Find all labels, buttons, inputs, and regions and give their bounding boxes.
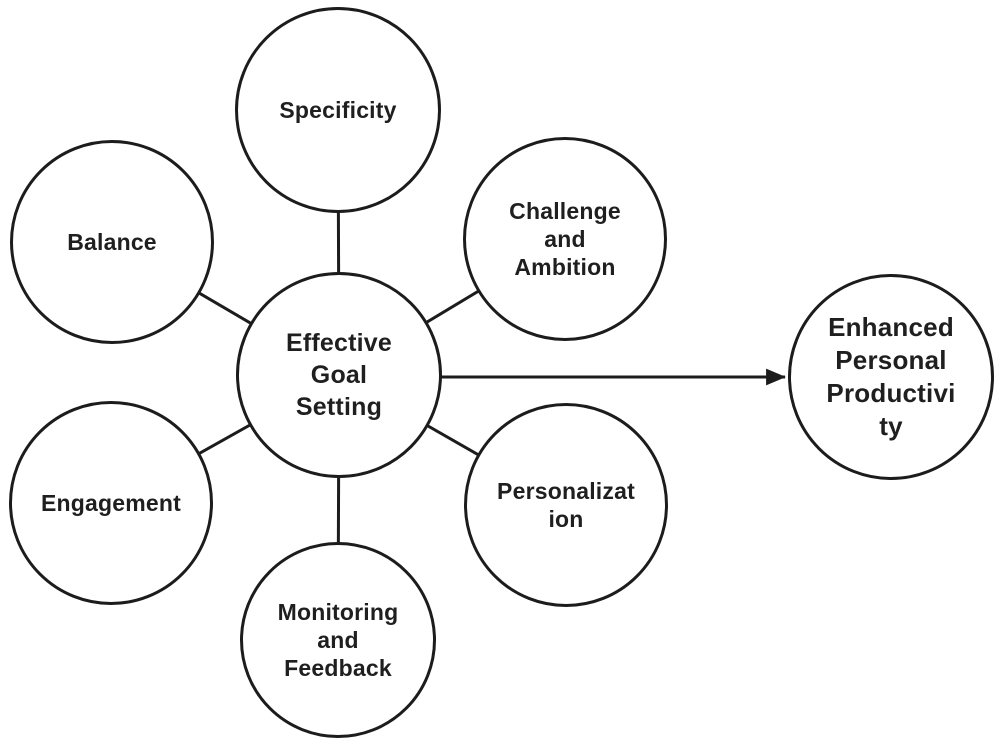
node-enhanced-personal-productivity-label: Enhanced Personal Productivi ty [826, 312, 956, 441]
node-monitoring-and-feedback: Monitoring and Feedback [240, 542, 436, 738]
node-challenge-and-ambition-label: Challenge and Ambition [509, 198, 621, 280]
node-balance: Balance [10, 140, 214, 344]
node-engagement: Engagement [9, 401, 213, 605]
node-monitoring-and-feedback-label: Monitoring and Feedback [277, 599, 399, 681]
node-specificity-label: Specificity [279, 97, 397, 123]
node-enhanced-personal-productivity: Enhanced Personal Productivi ty [788, 274, 994, 480]
node-balance-label: Balance [67, 229, 157, 255]
node-personalization: Personalizat ion [464, 403, 668, 607]
node-specificity: Specificity [235, 7, 441, 213]
node-engagement-label: Engagement [40, 490, 182, 516]
node-effective-goal-setting-label: Effective Goal Setting [285, 329, 392, 421]
node-effective-goal-setting: Effective Goal Setting [236, 272, 442, 478]
node-personalization-label: Personalizat ion [497, 478, 635, 532]
node-challenge-and-ambition: Challenge and Ambition [463, 137, 667, 341]
